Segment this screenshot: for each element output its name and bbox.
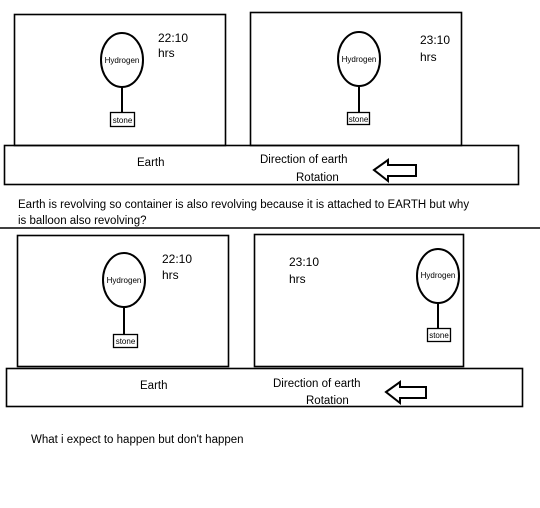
earth-surface — [3, 144, 520, 186]
time-value: 22:10 — [158, 31, 188, 45]
container-box — [253, 233, 465, 368]
direction-label-line1: Direction of earth — [260, 154, 348, 166]
question-line2: is balloon also revolving? — [18, 215, 147, 227]
time-value: 23:10 — [289, 255, 319, 269]
stone-weight — [346, 111, 371, 126]
top-right-container: Hydrogen stone 23:10 hrs — [249, 11, 463, 147]
arrow-left-icon — [384, 380, 427, 406]
time-unit: hrs — [162, 268, 179, 282]
question-line1: Earth is revolving so container is also … — [18, 199, 469, 211]
container-box — [16, 234, 230, 368]
balloon-label: Hydrogen — [105, 56, 140, 65]
balloon-label: Hydrogen — [421, 271, 456, 280]
time-value: 23:10 — [420, 33, 450, 47]
weight-label: stone — [116, 337, 136, 346]
weight-label: stone — [429, 331, 449, 340]
time-value: 22:10 — [162, 252, 192, 266]
direction-label-line1: Direction of earth — [273, 378, 361, 390]
earth-label: Earth — [137, 157, 165, 169]
bottom-panel: Hydrogen stone 22:10 hrs Hydrogen stone … — [5, 233, 524, 408]
bottom-left-container: Hydrogen stone 22:10 hrs — [16, 234, 230, 368]
arrow-left-icon — [372, 158, 417, 184]
direction-label-line2: Rotation — [306, 395, 349, 407]
bottom-right-container: Hydrogen stone 23:10 hrs — [253, 233, 465, 368]
container-box — [13, 13, 227, 147]
top-earth-bar: Earth Direction of earth Rotation — [3, 144, 520, 186]
time-unit: hrs — [420, 50, 437, 64]
earth-surface — [5, 367, 524, 408]
weight-label: stone — [113, 116, 133, 125]
question-text: Earth is revolving so container is also … — [18, 199, 469, 227]
time-unit: hrs — [289, 272, 306, 286]
bottom-earth-bar: Earth Direction of earth Rotation — [5, 367, 524, 408]
time-unit: hrs — [158, 46, 175, 60]
direction-label-line2: Rotation — [296, 172, 339, 184]
expectation-caption: What i expect to happen but don't happen — [31, 434, 244, 446]
balloon-label: Hydrogen — [107, 276, 142, 285]
top-panel: Hydrogen stone 22:10 hrs Hydrogen stone … — [3, 11, 520, 186]
earth-label: Earth — [140, 380, 168, 392]
stone-weight — [112, 333, 139, 349]
balloon-label: Hydrogen — [342, 55, 377, 64]
top-left-container: Hydrogen stone 22:10 hrs — [13, 13, 227, 147]
weight-label: stone — [349, 115, 369, 124]
stone-weight — [426, 327, 452, 343]
stone-weight — [109, 111, 136, 128]
